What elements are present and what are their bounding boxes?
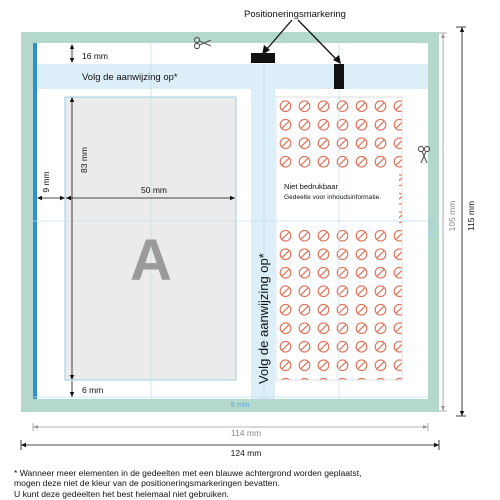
position-marker-horizontal [251,53,275,63]
footnote-line: U kunt deze gedeelten het best helemaal … [14,488,229,499]
dim-label-top-margin: 16 mm [82,51,108,61]
no-print-subtitle: Gedeelte voor inhoudsinformatie. [284,194,381,201]
marker-arrowhead [262,45,270,55]
area-a-letter: A [130,228,172,293]
dim-label-width-a: 50 mm [141,185,167,195]
marker-arrowhead [333,55,341,64]
marker-arrow [297,19,338,61]
dim-label-inner-height: 105 mm [447,201,457,232]
marker-arrow [265,19,293,51]
top-guidance-band [37,64,428,89]
footnote-line: mogen deze niet de kleur van de position… [14,478,280,489]
footnote-line: * Wanneer meer elementen in de gedeelten… [14,468,362,478]
no-print-title: Niet bedrukbaar [284,182,339,191]
dim-label-bottom-side: 5 mm [231,400,250,409]
dim-label-height-a: 83 mm [79,147,89,173]
dim-label-right-side: 5 mm [426,219,435,238]
scissors-icon [417,145,431,164]
vertical-guidance-band [251,89,275,399]
position-marker-vertical [334,64,344,89]
dim-label-inner-width: 114 mm [231,428,261,438]
footnote: * Wanneer meer elementen in de gedeelten… [14,468,494,499]
dim-label-bottom-margin: 6 mm [82,385,103,395]
dim-label-outer-width: 124 mm [231,448,262,458]
dim-label-left-margin: 9 mm [41,171,51,192]
print-area-a [64,96,237,381]
vertical-band-label: Volg de aanwijzing op* [256,253,271,384]
marker-title: Positioneringsmarkering [244,9,346,20]
scissors-icon [193,36,212,50]
dim-label-outer-height: 115 mm [466,201,476,231]
top-band-label: Volg de aanwijzing op* [82,72,178,83]
